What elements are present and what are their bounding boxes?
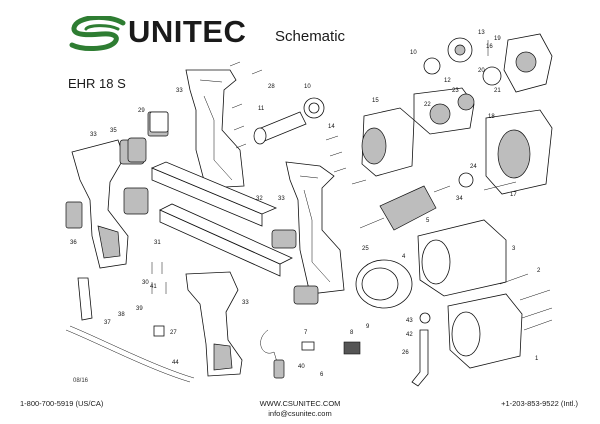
gear-housing <box>361 107 415 177</box>
housing-ring <box>355 259 413 309</box>
label-p3: 3 <box>512 246 516 252</box>
label-p13: 13 <box>478 30 485 36</box>
label-p15: 15 <box>372 98 379 104</box>
brush-tube <box>77 277 93 321</box>
rail-lower <box>159 203 293 277</box>
label-p12: 12 <box>444 78 451 84</box>
label-p35: 35 <box>110 128 117 134</box>
gear-21 <box>482 66 502 86</box>
label-p38: 38 <box>118 312 125 318</box>
label-p33c: 33 <box>278 196 285 202</box>
label-p10b: 10 <box>410 50 417 56</box>
email-link[interactable]: info@csunitec.com <box>268 409 332 418</box>
label-p33d: 33 <box>242 300 249 306</box>
rail-upper <box>150 161 278 227</box>
label-p10a: 10 <box>304 84 311 90</box>
label-p2: 2 <box>537 268 541 274</box>
label-p44: 44 <box>172 360 179 366</box>
label-p19: 19 <box>494 36 501 42</box>
label-p36: 36 <box>70 240 77 246</box>
label-p41: 41 <box>150 284 157 290</box>
label-p28: 28 <box>268 84 275 90</box>
label-p42: 42 <box>406 332 413 338</box>
cap-block-2 <box>293 285 319 305</box>
label-p14: 14 <box>328 124 335 130</box>
armature <box>359 185 451 231</box>
long-screws <box>483 181 553 331</box>
screw-set <box>151 40 489 294</box>
label-p43: 43 <box>406 318 413 324</box>
label-p37: 37 <box>104 320 111 326</box>
end-plate <box>503 33 553 93</box>
date-code: 08/16 <box>73 378 89 384</box>
part-number-labels: 1 2 3 4 5 6 7 8 9 10 10 11 12 13 14 15 1… <box>70 30 541 378</box>
model-name: EHR 18 S <box>68 76 126 91</box>
spindle-shaft <box>253 111 307 145</box>
label-p22: 22 <box>424 102 431 108</box>
label-p4: 4 <box>402 254 406 260</box>
label-p17: 17 <box>510 192 517 198</box>
label-p20: 20 <box>478 68 485 74</box>
unitec-logo-icon <box>69 16 126 51</box>
label-p23: 23 <box>452 88 459 94</box>
bearing-top <box>423 57 441 75</box>
label-p8: 8 <box>350 330 354 336</box>
bearing-34 <box>458 172 474 188</box>
label-p26: 26 <box>402 350 409 356</box>
website-link[interactable]: WWW.CSUNITEC.COM <box>259 399 341 408</box>
label-p18: 18 <box>488 114 495 120</box>
label-p1: 1 <box>535 356 539 362</box>
phone-intl: +1-203-853-9522 (Intl.) <box>501 399 578 408</box>
label-p32: 32 <box>256 196 263 202</box>
label-p11: 11 <box>258 106 265 112</box>
label-p21: 21 <box>494 88 501 94</box>
label-p16: 16 <box>486 44 493 50</box>
lower-handle <box>185 271 243 377</box>
label-p33b: 33 <box>90 132 97 138</box>
label-p6: 6 <box>320 372 324 378</box>
motor-housing <box>417 219 507 297</box>
plug <box>273 359 285 379</box>
label-p5: 5 <box>426 218 430 224</box>
label-p7: 7 <box>304 330 308 336</box>
stator <box>485 109 553 195</box>
battery-contact <box>65 201 83 229</box>
label-p30: 30 <box>142 280 149 286</box>
switch-block-2 <box>123 187 149 215</box>
label-p34: 34 <box>456 196 463 202</box>
left-handle <box>71 139 129 269</box>
label-p29: 29 <box>138 108 145 114</box>
rear-cover <box>447 293 523 369</box>
capacitor <box>153 325 165 337</box>
label-p31: 31 <box>154 240 161 246</box>
switch-8 <box>343 341 361 355</box>
label-p40: 40 <box>298 364 305 370</box>
cap-block <box>271 229 297 249</box>
label-p24: 24 <box>470 164 477 170</box>
label-p25: 25 <box>362 246 369 252</box>
label-p27: 27 <box>170 330 177 336</box>
handle-shell-upper <box>185 69 245 189</box>
label-p9: 9 <box>366 324 370 330</box>
part-7 <box>301 341 315 351</box>
brand-name: UNITEC <box>128 14 247 49</box>
label-p33a: 33 <box>176 88 183 94</box>
handle-shell-middle <box>285 161 345 295</box>
phone-us: 1-800-700-5919 (US/CA) <box>20 399 104 408</box>
pinion-23 <box>457 93 475 111</box>
document-title: Schematic <box>275 28 346 45</box>
cord-guard <box>411 329 429 387</box>
label-p39: 39 <box>136 306 143 312</box>
